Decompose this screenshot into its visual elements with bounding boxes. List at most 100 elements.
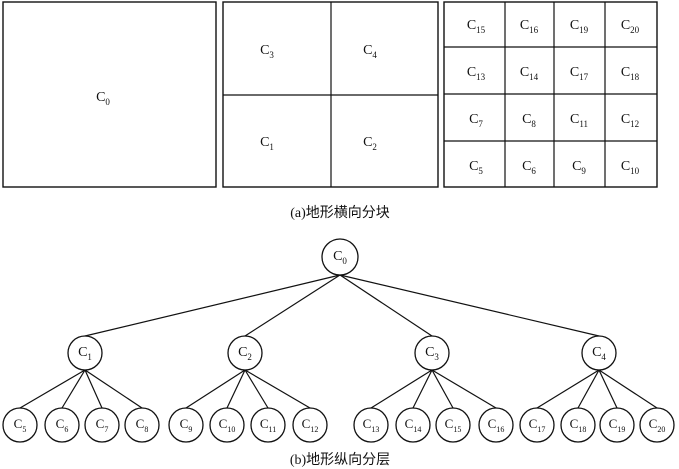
level0-block [2,1,217,188]
tree-edge-child-to-leaf [61,369,86,409]
tree-leaf-node: C17 [519,407,555,443]
tree-child-node-label: C4 [592,345,606,362]
tree-edge-child-to-leaf [598,369,658,409]
tree-edge-root-to-child [244,274,341,337]
tree-leaf-node-circle [124,407,160,443]
tree-edge-child-to-leaf [19,369,86,409]
tree-leaf-node-label: C7 [96,416,109,434]
tree-leaf-node-label: C15 [445,416,462,434]
level2-cell-label: C12 [621,112,639,129]
tree-leaf-node-circle [250,407,286,443]
tree-edge-root-to-child [84,274,341,337]
tree-edge-child-to-leaf [598,369,618,409]
level1-cell-label: C3 [260,43,274,60]
tree-edge-child-to-leaf [431,369,454,409]
tree-leaf-node: C6 [44,407,80,443]
tree-edge-child-to-leaf [185,369,246,409]
tree-leaf-node-circle [478,407,514,443]
tree-edge-child-to-leaf [244,369,269,409]
tree-edge-root-to-child [339,274,600,337]
level2-cell-label: C7 [469,112,483,129]
tree-leaf-node-label: C8 [136,416,149,434]
tree-edge-child-to-leaf [244,369,311,409]
level2-cell-label: C13 [467,65,486,82]
tree-child-node-circle [227,335,263,371]
tree-leaf-node-label: C14 [405,416,422,434]
tree-leaf-node: C9 [168,407,204,443]
level1-cell-label: C1 [260,135,274,152]
level2-cell-label: C17 [570,65,589,82]
tree-leaf-node-label: C5 [14,416,27,434]
level1-cell-label: C4 [363,43,377,60]
tree-leaf-node-circle [435,407,471,443]
tree-child-node: C4 [581,335,617,371]
tree-leaf-node: C7 [84,407,120,443]
tree-leaf-node: C15 [435,407,471,443]
tree-leaf-node-label: C9 [180,416,193,434]
tree-leaf-node: C5 [2,407,38,443]
tree-leaf-node-label: C13 [363,416,380,434]
level0-cell-label: C0 [96,90,110,107]
level2-cell-label: C8 [522,112,536,129]
tree-leaf-node-circle [292,407,328,443]
tree-child-node-label: C1 [78,345,92,362]
tree-child-node-circle [581,335,617,371]
tree-leaf-node: C19 [599,407,635,443]
tree-child-node: C2 [227,335,263,371]
level2-cell-label: C10 [621,159,640,176]
tree-leaf-node: C12 [292,407,328,443]
level2-cell-label: C5 [469,159,483,176]
level2-cell-label: C9 [572,159,586,176]
tree-leaf-node-label: C6 [56,416,69,434]
tree-edge-child-to-leaf [226,369,246,409]
tree-edge-child-to-leaf [412,369,433,409]
level2-cell-label: C14 [520,65,539,82]
tree-leaf-node-circle [599,407,635,443]
level2-grid-lines [444,2,657,187]
tree-leaf-node: C14 [395,407,431,443]
level2-cell-label: C15 [467,18,486,35]
level2-cell-label: C19 [570,18,589,35]
tree-leaf-node-circle [44,407,80,443]
caption-b: (b)地形纵向分层 [290,452,390,468]
tree-leaf-node-label: C18 [570,416,587,434]
tree-edge-child-to-leaf [577,369,600,409]
tree-leaf-node-circle [168,407,204,443]
tree-leaf-node-circle [84,407,120,443]
tree-child-node-label: C3 [425,345,439,362]
tree-leaf-node-label: C19 [609,416,626,434]
tree-child-node: C3 [414,335,450,371]
tree-leaf-node-circle [519,407,555,443]
tree-leaf-node-label: C12 [302,416,319,434]
tree-leaf-node-label: C16 [488,416,505,434]
tree-root-node-circle [321,238,359,276]
tree-edge-child-to-leaf [431,369,497,409]
tree-edge-child-to-leaf [370,369,433,409]
tree-leaf-node: C20 [639,407,675,443]
tree-leaf-node-circle [560,407,596,443]
caption-a: (a)地形横向分块 [290,205,390,221]
tree-edge-child-to-leaf [536,369,600,409]
tree-child-node-circle [67,335,103,371]
level2-cell-label: C20 [621,18,640,35]
level2-cell-label: C6 [522,159,536,176]
tree-leaf-node-circle [639,407,675,443]
tree-edges [19,274,658,409]
tree-leaf-node-label: C11 [260,416,276,434]
level2-cell-label: C16 [520,18,539,35]
tree-edge-child-to-leaf [84,369,103,409]
tree-leaf-node-circle [395,407,431,443]
tree-child-node: C1 [67,335,103,371]
tree-child-node-circle [414,335,450,371]
tree-leaf-node-label: C10 [219,416,236,434]
tree-leaf-node: C13 [353,407,389,443]
tree-leaf-node: C18 [560,407,596,443]
tree-leaf-node-circle [353,407,389,443]
tree-leaf-node: C16 [478,407,514,443]
tree-edge-root-to-child [339,274,433,337]
